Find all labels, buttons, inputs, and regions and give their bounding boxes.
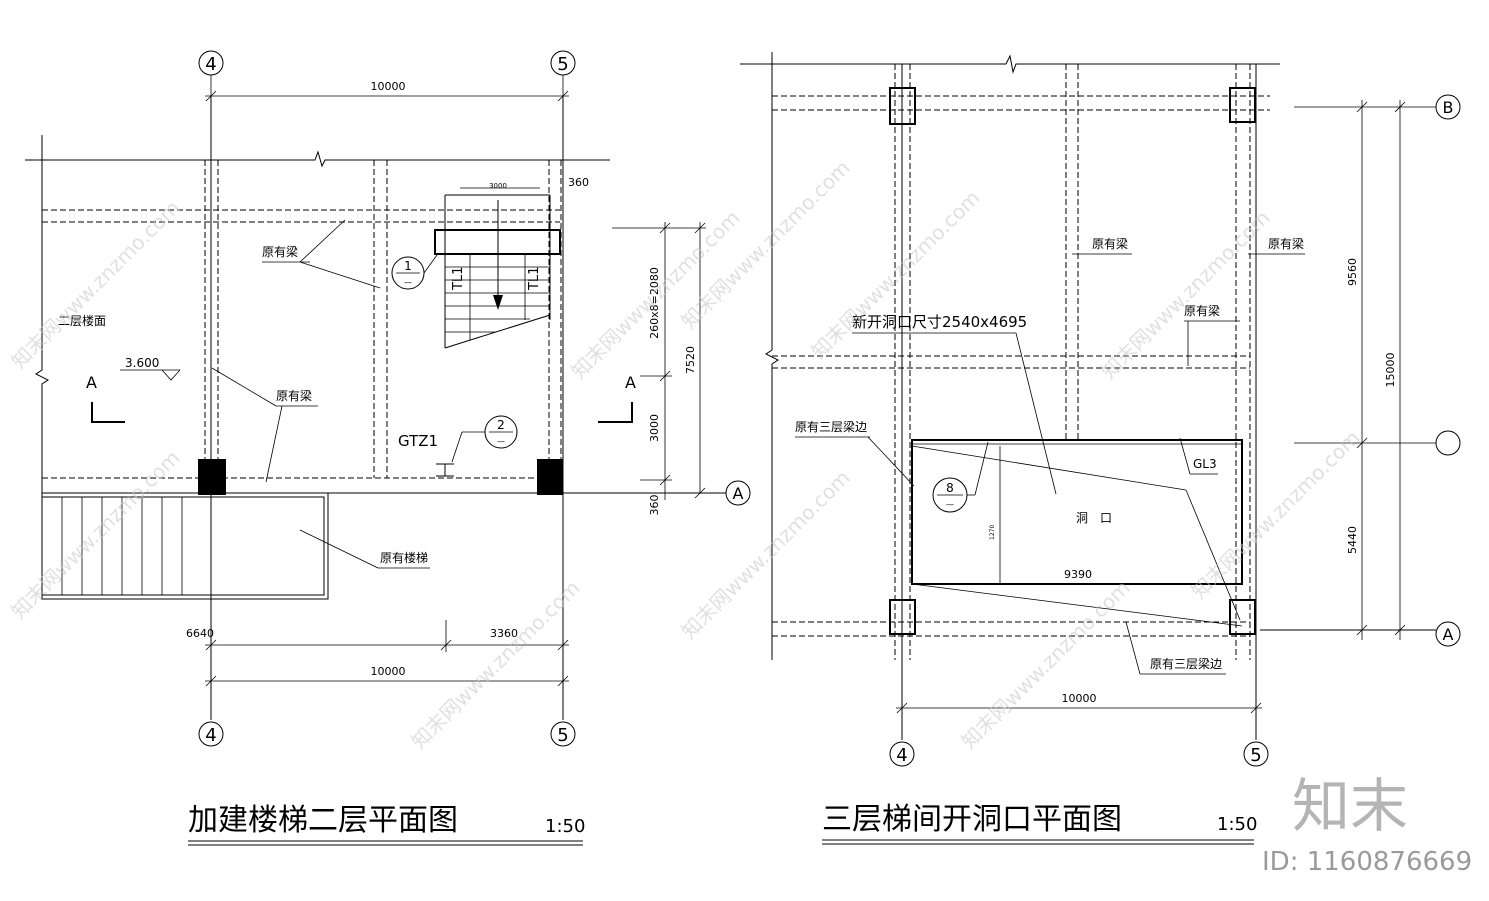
svg-text:TL1: TL1: [527, 267, 542, 291]
svg-text:知末网www.znzmo.com: 知末网www.znzmo.com: [7, 196, 185, 374]
image-id: ID: 1160876669: [1262, 847, 1472, 877]
svg-text:A: A: [625, 373, 636, 392]
axis-5-top: 5: [550, 50, 576, 76]
svg-text:A: A: [1443, 625, 1454, 644]
left-plan-title: 加建楼梯二层平面图: [188, 803, 458, 838]
svg-text:GTZ1: GTZ1: [398, 432, 438, 450]
left-plan: 4 5 10000: [25, 50, 751, 846]
svg-text:360: 360: [648, 495, 661, 516]
svg-text:知末网www.znzmo.com: 知末网www.znzmo.com: [1187, 426, 1365, 604]
svg-text:15000: 15000: [1384, 353, 1397, 388]
svg-text:原有梁: 原有梁: [262, 244, 298, 259]
svg-text:260x8=2080: 260x8=2080: [648, 267, 661, 339]
svg-text:GL3: GL3: [1193, 457, 1217, 471]
svg-text:3000: 3000: [648, 414, 661, 442]
axis-A-right: A: [1435, 621, 1461, 647]
svg-text:5: 5: [1250, 745, 1261, 766]
top-dimension: 10000: [205, 75, 569, 104]
svg-text:1270: 1270: [989, 525, 996, 540]
svg-text:A: A: [733, 484, 744, 503]
svg-text:9560: 9560: [1346, 258, 1359, 286]
svg-text:TL1: TL1: [451, 267, 466, 291]
column-tr: [1229, 87, 1256, 123]
svg-text:原有梁: 原有梁: [1184, 303, 1220, 318]
svg-text:5: 5: [557, 54, 568, 75]
svg-text:6640: 6640: [186, 627, 214, 640]
svg-text:3.600: 3.600: [125, 356, 159, 370]
axis-A-left: A: [725, 480, 751, 506]
svg-text:原有楼梯: 原有楼梯: [380, 550, 428, 565]
svg-text:—: —: [946, 500, 954, 509]
column-br: [1229, 599, 1256, 635]
svg-text:A: A: [86, 373, 97, 392]
svg-text:10000: 10000: [371, 80, 406, 93]
svg-text:8: 8: [946, 481, 954, 495]
svg-text:360: 360: [568, 176, 589, 189]
column-left: [198, 459, 226, 495]
svg-text:知末网www.znzmo.com: 知末网www.znzmo.com: [677, 466, 855, 644]
svg-text:10000: 10000: [1062, 692, 1097, 705]
opening: 洞 口 1270 9390: [911, 439, 1243, 627]
new-stair: 3000 TL1 TL1: [434, 182, 561, 349]
svg-text:4: 4: [205, 54, 216, 75]
svg-text:7520: 7520: [684, 346, 697, 374]
svg-text:原有三层梁边: 原有三层梁边: [795, 419, 867, 434]
svg-text:知末网www.znzmo.com: 知末网www.znzmo.com: [1097, 206, 1275, 384]
axis-B: B: [1435, 94, 1461, 120]
left-plan-scale: 1:50: [545, 816, 585, 837]
svg-text:4: 4: [205, 725, 216, 746]
right-plan: 洞 口 1270 9390 原有梁 原有梁 原有梁 新开洞口尺寸2540x469…: [740, 52, 1461, 845]
svg-text:二层楼面: 二层楼面: [58, 313, 106, 328]
svg-text:原有梁: 原有梁: [276, 388, 312, 403]
existing-stair: 原有楼梯: [41, 492, 430, 600]
svg-text:2: 2: [497, 418, 505, 432]
svg-text:B: B: [1443, 98, 1454, 117]
svg-text:5440: 5440: [1346, 526, 1359, 554]
detail-callout-1: 1 —: [391, 254, 438, 290]
detail-callout-2: 2 —: [451, 415, 518, 463]
axis-5-right: 5: [1243, 741, 1269, 767]
column-bl: [889, 599, 916, 635]
axis-5-bottom: 5: [550, 721, 576, 747]
svg-text:4: 4: [896, 745, 907, 766]
svg-text:原有梁: 原有梁: [1092, 236, 1128, 251]
svg-text:原有三层梁边: 原有三层梁边: [1150, 656, 1222, 671]
column-tl: [889, 87, 916, 125]
svg-text:—: —: [404, 278, 412, 287]
axis-4-top: 4: [198, 50, 224, 76]
svg-text:原有梁: 原有梁: [1268, 236, 1304, 251]
svg-text:9390: 9390: [1064, 568, 1092, 581]
svg-text:知末网www.znzmo.com: 知末网www.znzmo.com: [807, 186, 985, 364]
axis-4-bottom: 4: [198, 721, 224, 747]
right-dimensions: 260x8=2080 7520 3000 360 360: [568, 176, 706, 516]
brand-logo: 知末: [1292, 772, 1408, 840]
detail-callout-8: 8 —: [932, 441, 989, 513]
right-dimensions-right: 9560 15000 5440: [1294, 100, 1436, 640]
svg-text:1: 1: [404, 259, 412, 273]
svg-text:3000: 3000: [489, 182, 507, 190]
svg-text:知末网www.znzmo.com: 知末网www.znzmo.com: [957, 576, 1135, 754]
svg-text:—: —: [497, 437, 505, 446]
right-plan-scale: 1:50: [1217, 814, 1257, 835]
svg-text:新开洞口尺寸2540x4695: 新开洞口尺寸2540x4695: [852, 313, 1027, 331]
svg-text:洞 口: 洞 口: [1076, 511, 1112, 525]
axis-mid: [1435, 430, 1461, 456]
bottom-dimensions: 6640 3360 10000: [186, 620, 569, 687]
axis-4-right: 4: [889, 741, 915, 767]
svg-text:10000: 10000: [371, 665, 406, 678]
svg-text:5: 5: [557, 725, 568, 746]
column-right: [537, 459, 563, 495]
svg-text:知末网www.znzmo.com: 知末网www.znzmo.com: [7, 446, 185, 624]
svg-text:3360: 3360: [490, 627, 518, 640]
right-plan-title: 三层梯间开洞口平面图: [822, 802, 1122, 837]
